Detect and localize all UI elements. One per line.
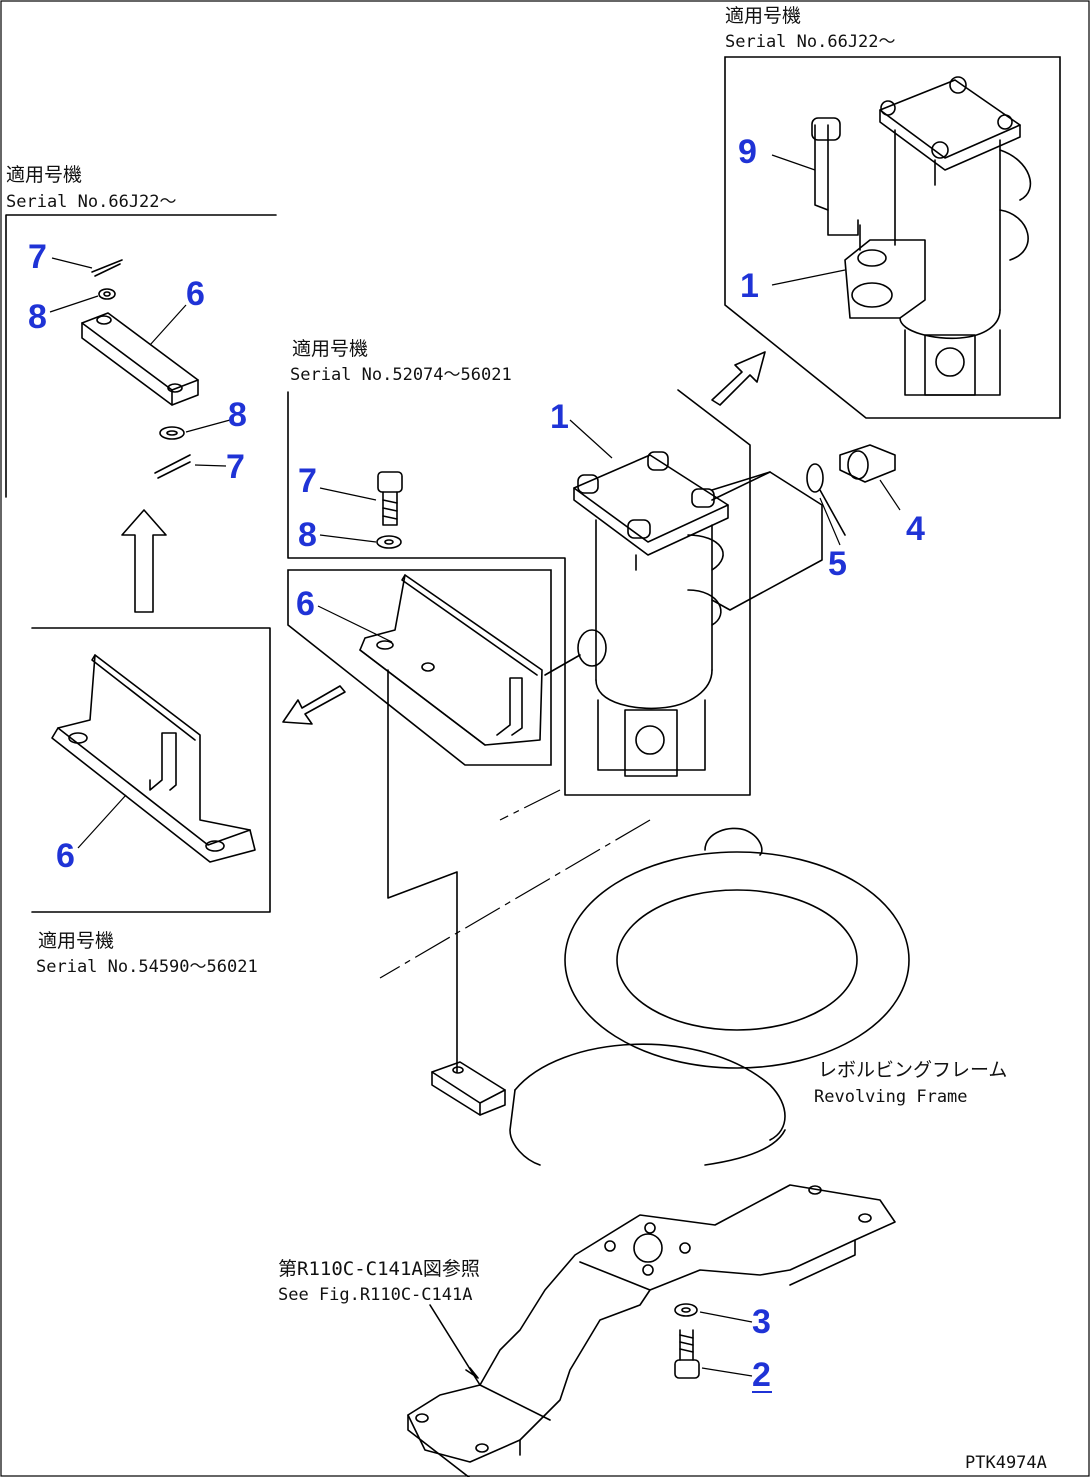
inset-top-left bbox=[5, 214, 277, 613]
inset-top-right bbox=[724, 56, 1061, 419]
caption-middle-serial: Serial No.52074～56021 bbox=[290, 365, 512, 385]
caption-top-left-serial: Serial No.66J22～ bbox=[6, 192, 177, 212]
callout-1-inset: 1 bbox=[740, 267, 759, 305]
caption-bottom-left-jp: 適用号機 bbox=[38, 930, 114, 952]
caption-top-right-jp: 適用号機 bbox=[725, 5, 801, 27]
callout-6-middle: 6 bbox=[296, 585, 315, 623]
callout-3: 3 bbox=[752, 1303, 771, 1341]
revolving-frame bbox=[431, 827, 910, 1166]
caption-top-right-serial: Serial No.66J22～ bbox=[725, 32, 896, 52]
caption-figure-ref-en: See Fig.R110C-C141A bbox=[278, 1285, 472, 1305]
caption-revolving-frame-jp: レボルビングフレーム bbox=[818, 1059, 1007, 1081]
callout-8-top: 8 bbox=[28, 298, 47, 336]
swivel-joint-main bbox=[379, 351, 823, 979]
callout-1-main: 1 bbox=[550, 398, 569, 436]
cross-bracket bbox=[407, 1184, 896, 1477]
caption-middle-jp: 適用号機 bbox=[292, 338, 368, 360]
caption-figure-ref-jp: 第R110C-C141A図参照 bbox=[278, 1258, 480, 1280]
callout-7-top: 7 bbox=[28, 238, 47, 276]
inset-plate-6 bbox=[282, 569, 552, 1073]
leader-lines bbox=[49, 154, 901, 1377]
caption-bottom-left-serial: Serial No.54590～56021 bbox=[36, 957, 258, 977]
callout-6-bottom-left: 6 bbox=[56, 837, 75, 875]
callout-8-lower: 8 bbox=[228, 396, 247, 434]
caption-revolving-frame-en: Revolving Frame bbox=[814, 1087, 968, 1107]
caption-top-left-jp: 適用号機 bbox=[6, 164, 82, 186]
drawing-id: PTK4974A bbox=[965, 1453, 1047, 1473]
callout-2: 2 bbox=[752, 1356, 771, 1394]
callout-7-middle: 7 bbox=[298, 462, 317, 500]
callout-8-middle: 8 bbox=[298, 516, 317, 554]
callout-7-lower: 7 bbox=[226, 448, 245, 486]
callout-5: 5 bbox=[828, 545, 847, 583]
inset-bottom-left bbox=[31, 627, 271, 913]
fitting-and-oring bbox=[806, 444, 896, 536]
inset-middle-serial bbox=[287, 389, 751, 796]
callout-6-top: 6 bbox=[186, 275, 205, 313]
callout-4: 4 bbox=[906, 510, 925, 548]
callout-9: 9 bbox=[738, 133, 757, 171]
